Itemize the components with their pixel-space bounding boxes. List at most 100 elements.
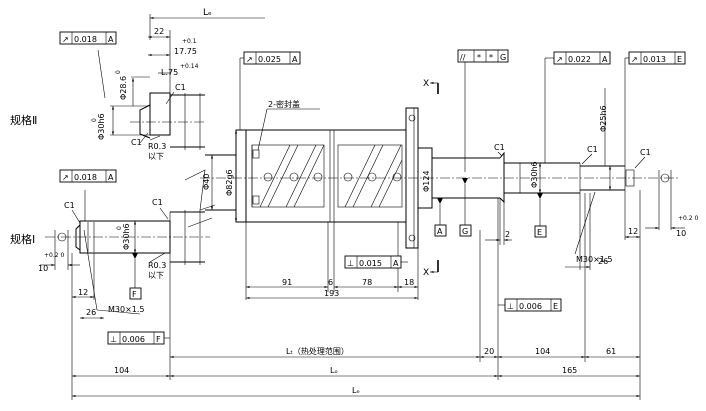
dim-le-top: Lₑ	[149, 8, 265, 40]
svg-text:C1: C1	[131, 138, 142, 147]
svg-text:Lₜ（热处理范围）: Lₜ（热处理范围）	[286, 346, 349, 356]
svg-text:10: 10	[38, 264, 48, 273]
spec2-shaft: Φ30h6 Φ28.6 0 0 22 17.75 +0.1 L.75 +0.14…	[91, 27, 205, 161]
svg-text:22: 22	[154, 27, 164, 36]
svg-text:A: A	[108, 35, 114, 44]
nut-diameter-datums: Φ124 A G	[422, 70, 472, 237]
svg-text:104: 104	[535, 347, 550, 356]
svg-text:+0.2 0: +0.2 0	[678, 215, 698, 222]
svg-text:26: 26	[598, 257, 608, 266]
tolerance-frame-7: ⊥ 0.015 A	[344, 255, 408, 269]
tolerance-frame-1: ↗ 0.018 A	[59, 31, 117, 45]
svg-text:M30×1.5: M30×1.5	[108, 305, 145, 314]
svg-text:G: G	[500, 53, 506, 62]
phi30h5-spec1: Φ30h6	[122, 223, 131, 250]
tolerance-frame-8: ⊥ 0.006 E	[498, 298, 562, 312]
tolerance-frame-3: ↗ 0.025 A	[239, 51, 301, 130]
svg-text:0.015: 0.015	[359, 259, 382, 268]
svg-text:0.025: 0.025	[258, 55, 281, 64]
svg-text:+0.14: +0.14	[180, 63, 199, 70]
svg-text:M30×1.5: M30×1.5	[576, 255, 613, 264]
svg-text:Lₒ: Lₒ	[330, 366, 338, 375]
svg-text:10: 10	[676, 229, 686, 238]
svg-text:F: F	[132, 290, 137, 299]
svg-text:*: *	[489, 53, 493, 62]
svg-text:Lₑ: Lₑ	[352, 386, 360, 395]
screw-main-body: 10 +0.2 0 X X	[200, 79, 698, 278]
svg-text:+0.1: +0.1	[182, 38, 197, 45]
svg-text:Lₑ: Lₑ	[203, 8, 212, 18]
svg-text:17.75: 17.75	[174, 47, 197, 56]
svg-text:C1: C1	[175, 83, 186, 92]
svg-text:6: 6	[328, 278, 333, 287]
svg-text://: //	[460, 53, 466, 62]
svg-text:⊥: ⊥	[507, 302, 514, 311]
right-shaft-labels: C1 Φ30h6 E C1 C1 Φ25h6 M30×1.5 26 12 2	[485, 88, 651, 270]
svg-text:⊥: ⊥	[347, 259, 354, 268]
svg-text:A: A	[437, 227, 443, 236]
spec1-label: 规格Ⅰ	[10, 232, 35, 246]
svg-text:0: 0	[115, 70, 122, 74]
svg-text:Φ40: Φ40	[202, 174, 211, 190]
svg-text:0.006: 0.006	[519, 302, 542, 311]
svg-text:0.022: 0.022	[568, 55, 591, 64]
svg-text:C1: C1	[587, 145, 598, 154]
svg-text:Φ124: Φ124	[422, 170, 431, 192]
seal-label: 2-密封盖	[257, 99, 320, 151]
svg-text:G: G	[462, 227, 468, 236]
svg-text:F: F	[156, 335, 161, 344]
svg-text:104: 104	[114, 366, 129, 375]
thread-helix	[259, 144, 403, 208]
tolerance-frame-6: ↗ 0.013 E	[624, 51, 686, 166]
svg-text:61: 61	[606, 347, 616, 356]
svg-text:0.018: 0.018	[74, 35, 97, 44]
svg-text:2-密封盖: 2-密封盖	[268, 99, 300, 109]
svg-text:78: 78	[362, 278, 372, 287]
svg-text:A: A	[393, 259, 399, 268]
spec2-label: 规格Ⅱ	[10, 113, 37, 127]
svg-text:18: 18	[404, 278, 414, 287]
tolerance-frame-9: ⊥ 0.006 F	[107, 331, 170, 345]
svg-text:2: 2	[505, 230, 510, 239]
svg-text:E: E	[677, 55, 682, 64]
svg-text:12: 12	[628, 227, 638, 236]
svg-text:↗: ↗	[246, 55, 253, 64]
svg-text:R0.3: R0.3	[148, 261, 166, 270]
svg-text:*: *	[477, 53, 481, 62]
svg-text:0.006: 0.006	[122, 335, 145, 344]
svg-text:以下: 以下	[148, 271, 164, 280]
svg-text:A: A	[292, 55, 298, 64]
svg-text:+0.2 0: +0.2 0	[44, 252, 64, 259]
overall-dims: Lₜ（热处理范围） 20 104 61 104 Lₒ 165 Lₑ	[71, 193, 641, 400]
svg-text:Φ25h6: Φ25h6	[599, 105, 608, 132]
svg-text:L.75: L.75	[161, 68, 178, 77]
svg-text:C1: C1	[640, 148, 651, 157]
svg-text:C1: C1	[494, 143, 505, 152]
break-lines	[184, 169, 216, 228]
spec1-shaft: 10 +0.2 0 C1 C1 Φ30h6 0 R0.3 以下 F 12 26 …	[38, 190, 210, 320]
svg-text:0: 0	[91, 118, 98, 122]
svg-text:Φ82g6: Φ82g6	[225, 169, 234, 196]
svg-text:A: A	[602, 55, 608, 64]
svg-text:C1: C1	[152, 198, 163, 207]
svg-text:⊥: ⊥	[110, 335, 117, 344]
svg-text:26: 26	[86, 308, 96, 317]
left-diameters: Φ40 Φ82g6	[202, 130, 238, 222]
svg-text:↗: ↗	[556, 55, 563, 64]
svg-text:Φ30h6: Φ30h6	[530, 161, 539, 188]
svg-text:R0.3: R0.3	[148, 142, 166, 151]
svg-text:20: 20	[484, 347, 494, 356]
svg-text:以下: 以下	[148, 152, 164, 161]
svg-text:↗: ↗	[62, 173, 69, 182]
svg-text:165: 165	[562, 366, 577, 375]
tolerance-frame-4: // * * G	[457, 49, 509, 70]
svg-text:A: A	[108, 173, 114, 182]
tolerance-frame-2: ↗ 0.018 A	[59, 169, 117, 183]
svg-text:12: 12	[78, 288, 88, 297]
svg-text:↗: ↗	[62, 35, 69, 44]
tolerance-frame-5: ↗ 0.022 A	[544, 51, 611, 163]
svg-text:0.018: 0.018	[74, 173, 97, 182]
svg-text:193: 193	[324, 289, 339, 298]
svg-text:C1: C1	[64, 201, 75, 210]
